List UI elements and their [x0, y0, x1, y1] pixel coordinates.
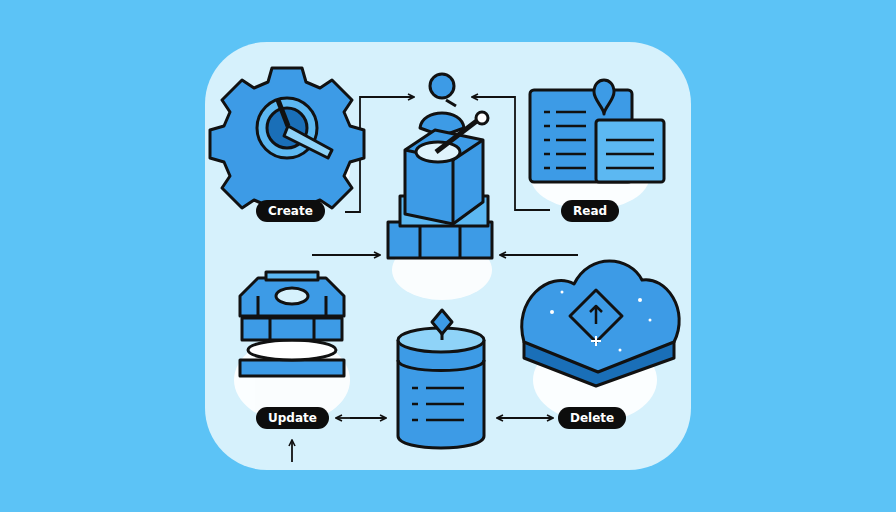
panel	[205, 42, 691, 470]
label-pill: Delete	[558, 407, 626, 429]
label-pill: Read	[561, 200, 619, 222]
database-icon	[398, 310, 484, 448]
delete-cloud-icon	[522, 261, 679, 386]
document-icon	[530, 80, 664, 182]
gear-stack-icon	[240, 272, 344, 376]
pill-text: Read	[573, 203, 607, 219]
user-icon	[420, 74, 464, 136]
pill-text: Update	[268, 410, 317, 426]
storage-block	[388, 112, 492, 258]
pill-text: Delete	[570, 410, 614, 426]
label-pill: Update	[256, 407, 329, 429]
label-pill: Create	[256, 200, 325, 222]
gear-icon	[210, 68, 364, 220]
pill-text: Create	[268, 203, 313, 219]
